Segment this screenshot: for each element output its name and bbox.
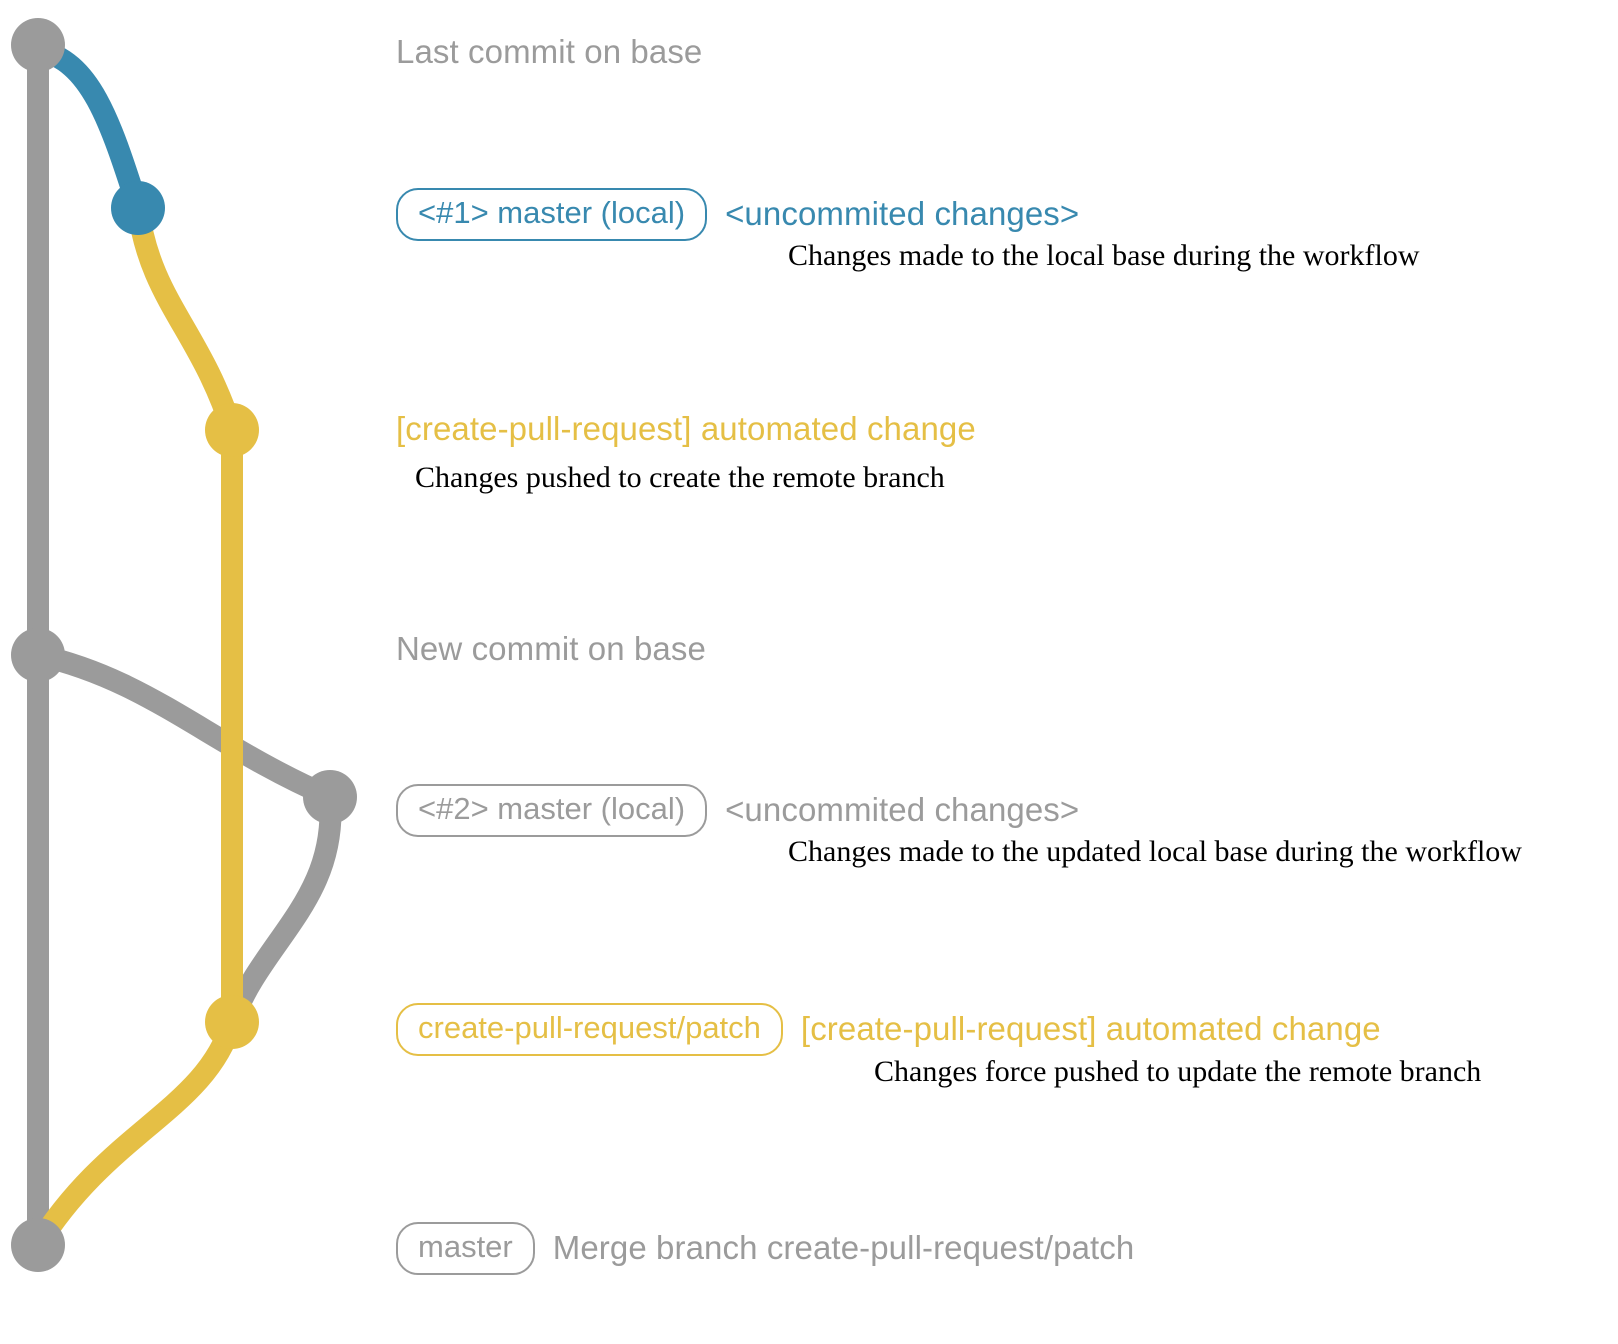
- commit-description-automated-change-1: Changes pushed to create the remote bran…: [415, 461, 945, 494]
- local-blue-node[interactable]: [111, 181, 165, 235]
- commit-label-merge-commit: Merge branch create-pull-request/patch: [552, 1229, 1135, 1267]
- commit-label-automated-change-1: [create-pull-request] automated change: [396, 410, 976, 447]
- commit-label-last-commit-on-base: Last commit on base: [396, 33, 703, 70]
- commit-description-local-master-1: Changes made to the local base during th…: [788, 239, 1420, 272]
- local-to-patch-line: [221, 786, 342, 1033]
- commit-row-local-master-1: <#1> master (local) <uncommited changes>: [396, 188, 1079, 241]
- branch-badge-create-pull-request-patch[interactable]: create-pull-request/patch: [396, 1003, 783, 1056]
- patch-to-merge-line: [27, 1011, 243, 1256]
- commit-row-automated-change-2: create-pull-request/patch [create-pull-r…: [396, 1003, 1381, 1056]
- base-head-node[interactable]: [11, 18, 65, 72]
- branch-badge-master[interactable]: master: [396, 1222, 535, 1275]
- commit-description-automated-change-2: Changes force pushed to update the remot…: [874, 1055, 1482, 1088]
- commit-row-new-commit-on-base: New commit on base: [396, 630, 706, 667]
- commit-row-last-commit-on-base: Last commit on base: [396, 33, 703, 70]
- branch-badge-local-master-1[interactable]: <#1> master (local): [396, 188, 708, 241]
- blue-to-patch-line: [127, 197, 243, 441]
- patch-node-1[interactable]: [205, 403, 259, 457]
- branch-badge-local-master-2[interactable]: <#2> master (local): [396, 784, 708, 837]
- patch-node-2[interactable]: [205, 995, 259, 1049]
- local-gray-node[interactable]: [303, 770, 357, 824]
- merge-node[interactable]: [11, 1218, 65, 1272]
- commit-label-automated-change-2: [create-pull-request] automated change: [800, 1010, 1381, 1048]
- commit-label-local-master-1: <uncommited changes>: [725, 195, 1080, 233]
- commit-row-merge-commit: master Merge branch create-pull-request/…: [396, 1222, 1134, 1275]
- base-to-local-branch-line: [27, 644, 341, 808]
- commit-row-automated-change-1: [create-pull-request] automated change: [396, 410, 976, 447]
- commit-label-new-commit-on-base: New commit on base: [396, 630, 706, 667]
- commit-description-local-master-2: Changes made to the updated local base d…: [788, 835, 1522, 868]
- commit-row-local-master-2: <#2> master (local) <uncommited changes>: [396, 784, 1079, 837]
- commit-label-local-master-2: <uncommited changes>: [725, 791, 1080, 829]
- base-update-node[interactable]: [11, 628, 65, 682]
- base-to-blue-line: [27, 39, 149, 219]
